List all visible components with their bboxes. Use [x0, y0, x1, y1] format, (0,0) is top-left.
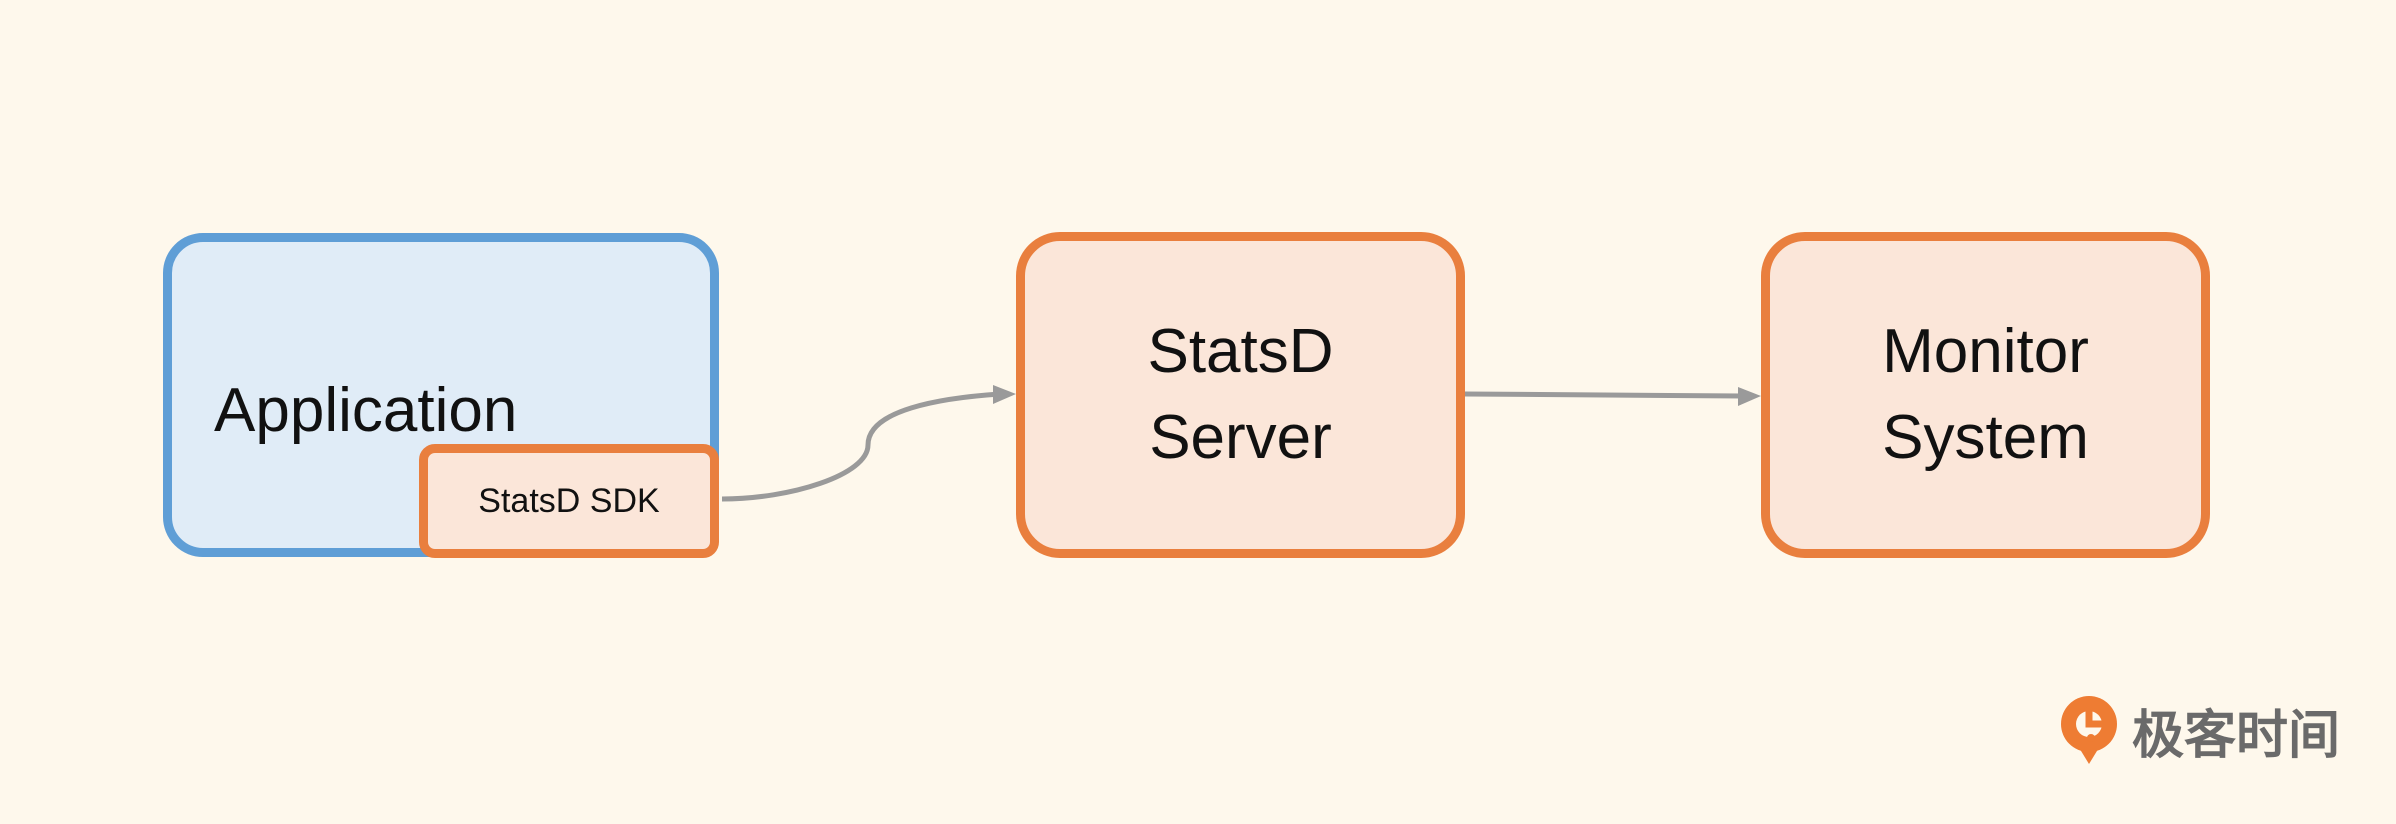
arrowhead-server-to-monitor — [1738, 387, 1761, 406]
arrowhead-sdk-to-server — [993, 385, 1016, 404]
brand-watermark: 极客时间 — [2058, 694, 2340, 766]
edge-server-to-monitor — [1464, 391, 1743, 399]
brand-text: 极客时间 — [2132, 705, 2341, 766]
edge-sdk-to-server — [721, 391, 1001, 502]
monitor-system-label-line1: Monitor — [1882, 317, 2089, 386]
statsd-server-label-line1: StatsD — [1147, 317, 1334, 386]
monitor-system-node: Monitor System — [1761, 232, 2210, 558]
statsd-sdk-label: StatsD SDK — [478, 481, 660, 520]
application-label: Application — [214, 376, 518, 445]
statsd-server-node: StatsD Server — [1016, 232, 1465, 558]
statsd-server-label-line2: Server — [1149, 403, 1332, 472]
geektime-logo-icon — [2061, 696, 2117, 764]
statsd-sdk-node: StatsD SDK — [419, 444, 719, 558]
monitor-system-label-line2: System — [1882, 403, 2089, 472]
